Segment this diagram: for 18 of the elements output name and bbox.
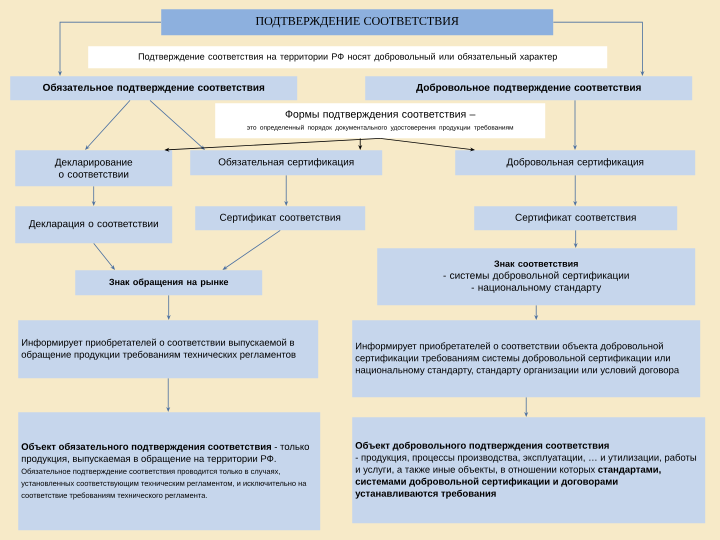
text-box: Подтверждение соответствия на территории РФ носят добровольный или обязательный характер <box>88 46 608 68</box>
document-box: Декларация о соответствии <box>15 206 172 244</box>
document-box: Сертификат соответствия <box>474 206 678 230</box>
title-box: ПОДТВЕРЖДЕНИЕ СООТВЕТСТВИЯ <box>161 9 554 36</box>
process-box: Декларирование о соответствии <box>15 150 172 186</box>
mark-box: Знак обращения на рынке <box>75 270 262 296</box>
info-box: Информирует приобретателей о соответствии объекта добровольной сертификации требованиям системы добровольной сертификации или национальному стандарту, стандарту организации или условий договора <box>352 320 700 398</box>
arrow <box>150 100 205 150</box>
object-box: Объект добровольного подтверждения соответствия - продукция, процессы производства, эксплуатации, … и утилизации, работы и услуги, а также иные объекты, в отношении которых стандартами, системами добровольной сертификации и договорами устанавливаются требования <box>352 417 706 524</box>
category-box: Обязательное подтверждение соответствия <box>10 76 298 100</box>
arrow <box>85 100 130 150</box>
process-box: Обязательная сертификация <box>190 150 382 176</box>
category-box: Добровольное подтверждение соответствия <box>365 76 692 100</box>
arrow <box>93 243 115 270</box>
document-box: Сертификат соответствия <box>195 206 366 230</box>
process-box: Добровольная сертификация <box>455 150 696 176</box>
mark-box: Знак соответствия - системы добровольной сертификации - национальному стандарту <box>377 248 696 306</box>
info-box: Информирует приобретателей о соответствии выпускаемой в обращение продукции требованиям технических регламентов <box>18 320 318 378</box>
